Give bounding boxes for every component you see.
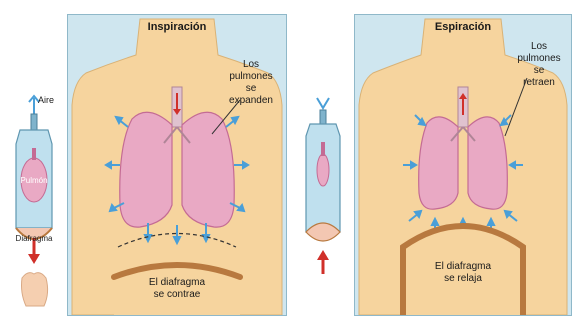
pull-arrow-icon [28,254,40,264]
push-arrow-icon [317,250,329,260]
inspiration-lungs-caption: Los pulmones se expanden [218,59,284,107]
right-lung-icon [182,112,234,227]
caption-line: pulmones [218,71,284,83]
inspiration-panel: Inspiración Los pulmones se expanden El … [67,14,287,316]
caption-line: El diafragma [122,277,232,289]
bottle-model-inspiration-drawing [6,88,62,318]
bottle-model-inspiration [6,88,62,318]
inspiration-title: Inspiración [68,21,286,33]
left-lung-icon [419,117,458,209]
expiration-lungs-caption: Los pulmones se retraen [509,41,569,89]
caption-line: se contrae [122,289,232,301]
expiration-title: Espiración [355,21,571,33]
caption-line: se [509,65,569,77]
balloon-lung-icon [317,154,329,186]
caption-line: El diafragma [409,261,517,273]
air-label: Aire [38,94,54,106]
caption-line: pulmones [509,53,569,65]
caption-line: Los [218,59,284,71]
air-out-arrow-icon [317,98,329,108]
lung-label: Pulmón [14,175,54,187]
right-lung-icon [468,117,507,209]
caption-line: retraen [509,77,569,89]
left-lung-icon [120,112,172,227]
caption-line: se relaja [409,273,517,285]
caption-line: se [218,83,284,95]
diaphragm-label: Diafragma [10,233,58,245]
bottle-model-expiration [298,92,348,282]
expiration-panel: Espiración Los pulmones se retraen El di… [354,14,572,316]
caption-line: Los [509,41,569,53]
expiration-diaphragm-caption: El diafragma se relaja [409,261,517,285]
caption-line: expanden [218,95,284,107]
hand-icon [22,273,48,306]
inspiration-diaphragm-caption: El diafragma se contrae [122,277,232,301]
bottle-model-expiration-drawing [298,92,348,282]
